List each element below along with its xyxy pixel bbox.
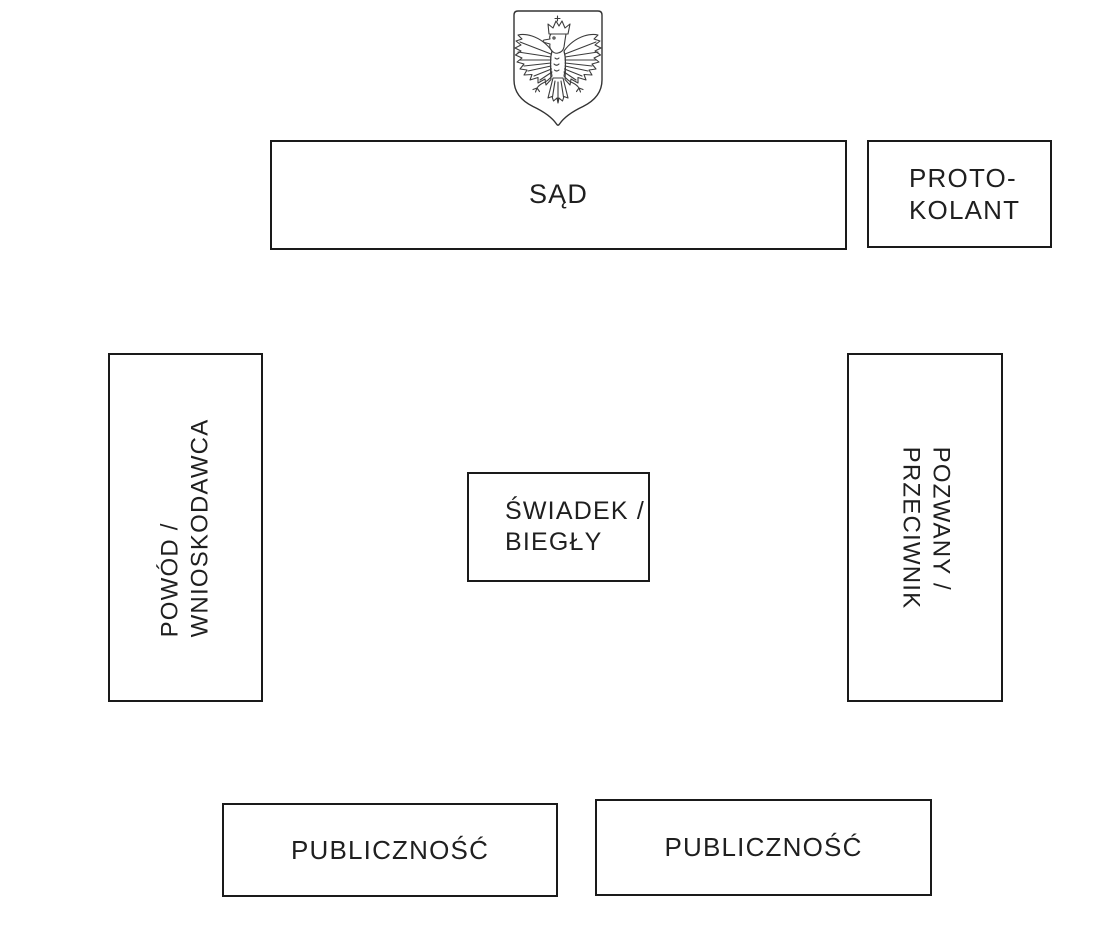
audience-left-box: PUBLICZNOŚĆ [222,803,558,897]
witness-label-line1: ŚWIADEK / [505,496,645,525]
audience-right-label: PUBLICZNOŚĆ [664,832,863,863]
clerk-box: PROTO- KOLANT [867,140,1052,248]
defendant-label: POZWANY / PRZECIWNIK [895,446,955,609]
audience-right-box: PUBLICZNOŚĆ [595,799,932,896]
clerk-label: PROTO- KOLANT [909,162,1020,227]
plaintiff-label: POWÓD / WNIOSKODAWCA [156,418,216,637]
witness-box: ŚWIADEK / BIEGŁY [467,472,650,582]
defendant-label-line2: PRZECIWNIK [897,446,925,609]
polish-coat-of-arms-icon [508,8,608,132]
court-label: SĄD [528,179,589,210]
clerk-label-line1: PROTO- [909,162,1017,193]
witness-label: ŚWIADEK / BIEGŁY [505,496,645,559]
defendant-label-line1: POZWANY / [927,446,955,591]
witness-label-line2: BIEGŁY [505,528,603,556]
court-bench-box: SĄD [270,140,847,250]
clerk-label-line2: KOLANT [909,195,1021,225]
plaintiff-box: POWÓD / WNIOSKODAWCA [108,353,263,702]
plaintiff-label-line1: POWÓD / [156,521,184,637]
defendant-box: POZWANY / PRZECIWNIK [847,353,1003,702]
audience-left-label: PUBLICZNOŚĆ [290,834,490,865]
plaintiff-label-line2: WNIOSKODAWCA [186,418,214,637]
